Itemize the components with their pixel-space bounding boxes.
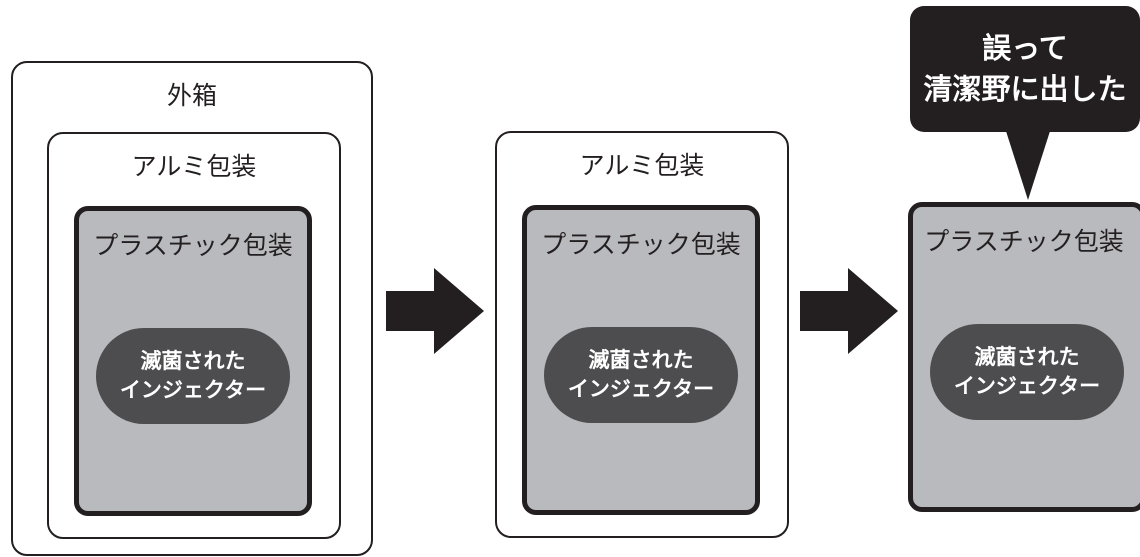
callout-line1: 誤って [982, 31, 1068, 66]
stage2-sterile-injector: 滅菌された インジェクター [544, 327, 738, 423]
injector-label-line2: インジェクター [567, 377, 715, 401]
stage2-aluminum-pack: アルミ包装 プラスチック包装 滅菌された インジェクター [495, 131, 789, 538]
mistake-callout: 誤って 清潔野に出した [910, 6, 1140, 132]
injector-label-line2: インジェクター [119, 378, 267, 402]
arrow-right-icon [800, 268, 898, 354]
stage1-sterile-injector: 滅菌された インジェクター [96, 328, 290, 424]
stage1-plastic-pack: プラスチック包装 滅菌された インジェクター [74, 206, 312, 516]
stage2-plastic-pack: プラスチック包装 滅菌された インジェクター [522, 205, 760, 515]
stage1-plastic-label: プラスチック包装 [93, 231, 293, 260]
arrow-right-icon [386, 268, 484, 354]
stage1-outer-box: 外箱 アルミ包装 プラスチック包装 滅菌された インジェクター [11, 61, 373, 556]
stage2-aluminum-label: アルミ包装 [579, 151, 705, 180]
stage3-sterile-injector: 滅菌された インジェクター [930, 324, 1124, 420]
stage2-plastic-label: プラスチック包装 [541, 230, 741, 259]
injector-label-line1: 滅菌された [140, 348, 246, 373]
callout-pointer [1005, 128, 1051, 200]
outer-box-label: 外箱 [166, 81, 217, 110]
injector-label-line1: 滅菌された [588, 347, 694, 372]
stage1-aluminum-label: アルミ包装 [131, 152, 257, 181]
stage3-plastic-pack: プラスチック包装 滅菌された インジェクター [908, 202, 1140, 512]
injector-label-line1: 滅菌された [974, 344, 1080, 369]
stage1-aluminum-pack: アルミ包装 プラスチック包装 滅菌された インジェクター [47, 132, 341, 539]
injector-label-line2: インジェクター [953, 374, 1101, 398]
stage3-plastic-label: プラスチック包装 [924, 227, 1124, 256]
callout-line2: 清潔野に出した [923, 72, 1127, 106]
